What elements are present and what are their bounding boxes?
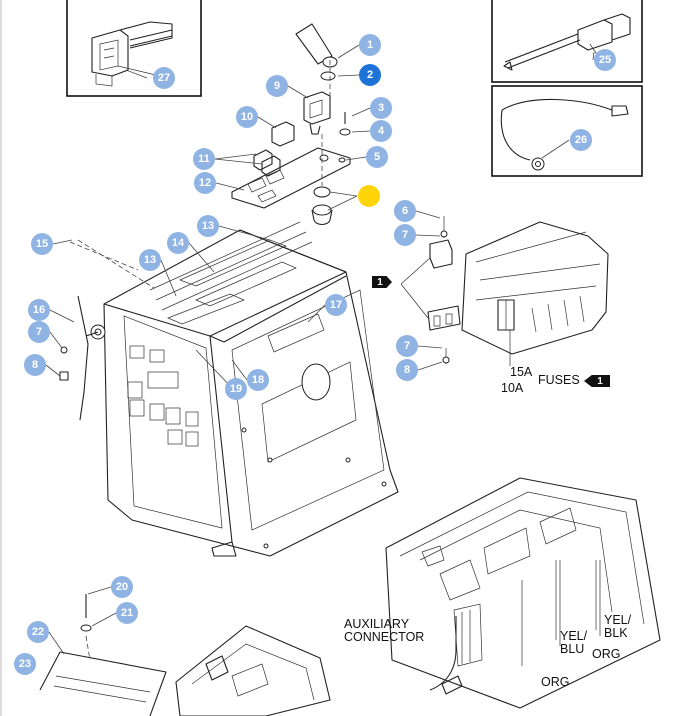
callout-16[interactable]: 16 (28, 299, 50, 321)
wiring-tray (385, 477, 661, 709)
callout-23[interactable]: 23 (14, 653, 36, 675)
fuse-15a-label: 15A (510, 365, 533, 379)
fuse-detail (400, 216, 609, 366)
fuses-reference-tag: 1 (584, 375, 610, 387)
control-box-housing (103, 221, 399, 557)
callout-8-left[interactable]: 8 (24, 354, 46, 376)
callout-19[interactable]: 19 (225, 378, 247, 400)
callout-1[interactable]: 1 (359, 34, 381, 56)
callout-10[interactable]: 10 (236, 106, 258, 128)
wire-yel-blu-label: YEL/ BLU (560, 629, 588, 656)
callout-14[interactable]: 14 (167, 232, 189, 254)
callout-6[interactable]: 6 (394, 200, 416, 222)
callout-5[interactable]: 5 (366, 146, 388, 168)
upper-parts (231, 23, 351, 226)
callout-4[interactable]: 4 (370, 120, 392, 142)
highlight-marker[interactable] (358, 185, 380, 207)
fuse-10a-label: 10A (501, 381, 524, 395)
callout-7-upper-right[interactable]: 7 (394, 224, 416, 246)
callout-21[interactable]: 21 (116, 602, 138, 624)
callout-27[interactable]: 27 (153, 67, 175, 89)
callout-12[interactable]: 12 (194, 172, 216, 194)
fuses-label: FUSES (538, 373, 580, 387)
callout-18[interactable]: 18 (247, 369, 269, 391)
callout-9[interactable]: 9 (266, 75, 288, 97)
callout-8-right[interactable]: 8 (396, 359, 418, 381)
inset-box-26 (491, 85, 643, 177)
wire-yel-blk-label: YEL/ BLK (604, 613, 632, 640)
callout-20[interactable]: 20 (111, 576, 133, 598)
lower-panel-assembly (39, 594, 331, 716)
cable-assembly-16 (59, 239, 155, 421)
inset-box-25 (491, 0, 643, 83)
callout-17[interactable]: 17 (325, 294, 347, 316)
detail-reference-tag: 1 (372, 276, 392, 288)
callout-7-lower-right[interactable]: 7 (396, 335, 418, 357)
callout-11[interactable]: 11 (193, 148, 215, 170)
wire-org-label-left: ORG (541, 675, 570, 689)
callout-26[interactable]: 26 (570, 129, 592, 151)
callout-25[interactable]: 25 (594, 49, 616, 71)
callout-22[interactable]: 22 (27, 621, 49, 643)
callout-13-upper[interactable]: 13 (197, 215, 219, 237)
leader-lines (45, 44, 595, 655)
callout-2-selected[interactable]: 2 (359, 64, 381, 86)
callout-15[interactable]: 15 (31, 233, 53, 255)
auxiliary-connector-label: AUXILIARY CONNECTOR (344, 617, 425, 644)
callout-3[interactable]: 3 (370, 97, 392, 119)
wire-org-label-right: ORG (592, 647, 621, 661)
inset-box-27 (66, 0, 202, 97)
callout-7-left[interactable]: 7 (28, 321, 50, 343)
callout-13-lower[interactable]: 13 (139, 249, 161, 271)
